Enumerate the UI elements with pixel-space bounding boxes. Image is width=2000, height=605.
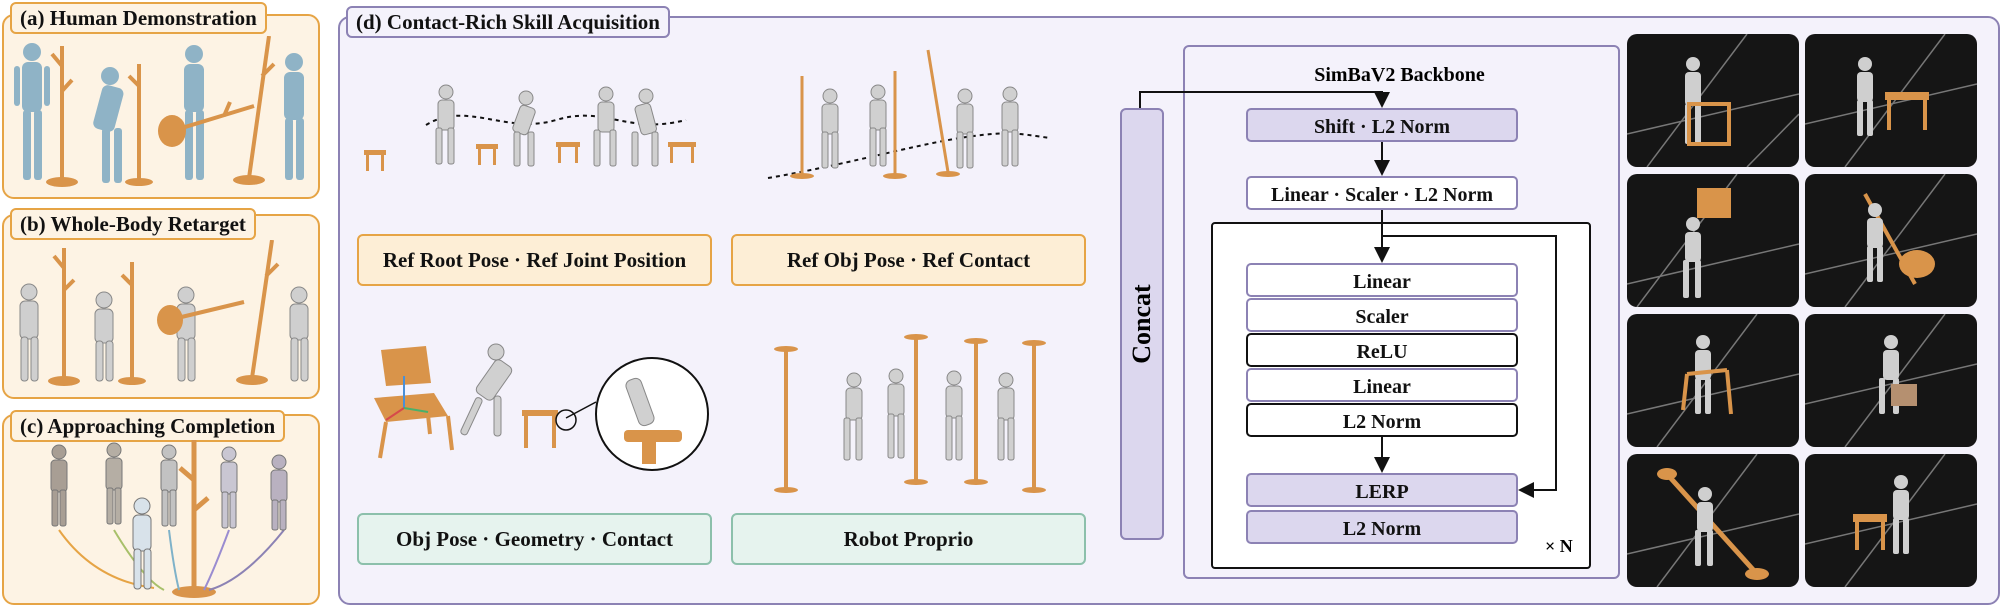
block-linear-2: Linear (1246, 368, 1518, 402)
panel-b-title: (b) Whole-Body Retarget (10, 208, 256, 240)
robot-proprio-label: Robot Proprio (731, 513, 1086, 565)
shift-l2norm-block: Shift · L2 Norm (1246, 108, 1518, 142)
sim-thumbnail (1627, 174, 1799, 307)
repeat-n-label: × N (1545, 536, 1573, 556)
panel-d-title: (d) Contact-Rich Skill Acquisition (346, 6, 670, 38)
sim-thumbnail (1627, 454, 1799, 587)
ref-root-pose-label: Ref Root Pose · Ref Joint Position (357, 234, 712, 286)
linear-scaler-l2norm-block: Linear · Scaler · L2 Norm (1246, 176, 1518, 210)
block-linear-1: Linear (1246, 263, 1518, 297)
panel-a-title: (a) Human Demonstration (10, 2, 267, 34)
sim-thumbnail (1627, 34, 1799, 167)
obj-pose-geometry-label: Obj Pose · Geometry · Contact (357, 513, 712, 565)
block-scaler: Scaler (1246, 298, 1518, 332)
concat-block: Concat (1120, 108, 1164, 540)
sim-thumbnail (1627, 314, 1799, 447)
sim-thumbnail (1805, 454, 1977, 587)
ref-obj-pose-illustration (767, 49, 1051, 179)
backbone-title: SimBaV2 Backbone (1314, 64, 1485, 86)
robot-proprio-illustration (774, 334, 1046, 493)
sim-thumbnail (1805, 174, 1977, 307)
block-l2norm: L2 Norm (1246, 403, 1518, 437)
panel-b (2, 214, 320, 399)
sim-thumbnail (1805, 34, 1977, 167)
human-demonstration-illustration (14, 36, 304, 187)
ref-obj-pose-label: Ref Obj Pose · Ref Contact (731, 234, 1086, 286)
lerp-block: LERP (1246, 473, 1518, 507)
final-l2norm-block: L2 Norm (1246, 510, 1518, 544)
whole-body-retarget-illustration (19, 240, 309, 386)
panel-c-title: (c) Approaching Completion (10, 410, 286, 442)
approaching-completion-illustration (50, 440, 288, 598)
sim-thumbnail (1805, 314, 1977, 447)
block-relu: ReLU (1246, 333, 1518, 367)
ref-root-pose-illustration (364, 84, 696, 171)
obj-geometry-illustration (374, 343, 709, 471)
